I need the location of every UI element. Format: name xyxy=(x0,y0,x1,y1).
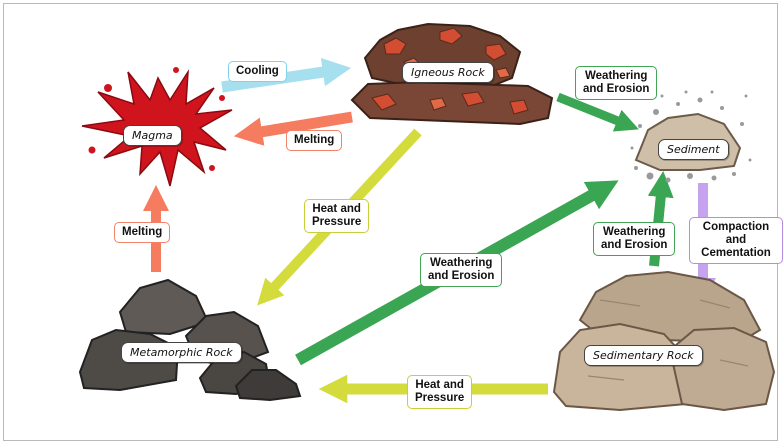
melting-label-left: Melting xyxy=(114,222,171,243)
sediment-label: Sediment xyxy=(658,139,729,160)
weathering-arrow-top xyxy=(556,92,639,132)
heat-pressure-label-bottom: Heat and Pressure xyxy=(407,375,473,409)
sedimentary-rock-label: Sedimentary Rock xyxy=(584,345,703,366)
heat-pressure-label-diagonal: Heat and Pressure xyxy=(304,199,370,233)
melting-arrow-top xyxy=(233,111,353,146)
magma-label: Magma xyxy=(123,125,182,146)
cooling-label: Cooling xyxy=(228,61,287,82)
sediment-pile-image xyxy=(630,90,752,183)
metamorphic-rock-label: Metamorphic Rock xyxy=(121,342,242,363)
metamorphic-rock-image xyxy=(78,278,302,402)
igneous-rock-label: Igneous Rock xyxy=(402,62,494,83)
weathering-label-right: Weathering and Erosion xyxy=(593,222,676,256)
weathering-label-middle: Weathering and Erosion xyxy=(420,253,503,287)
compaction-label: Compaction and Cementation xyxy=(689,217,783,264)
sedimentary-rock-image xyxy=(552,270,776,412)
weathering-label-top: Weathering and Erosion xyxy=(575,66,658,100)
melting-label-top: Melting xyxy=(286,130,343,151)
